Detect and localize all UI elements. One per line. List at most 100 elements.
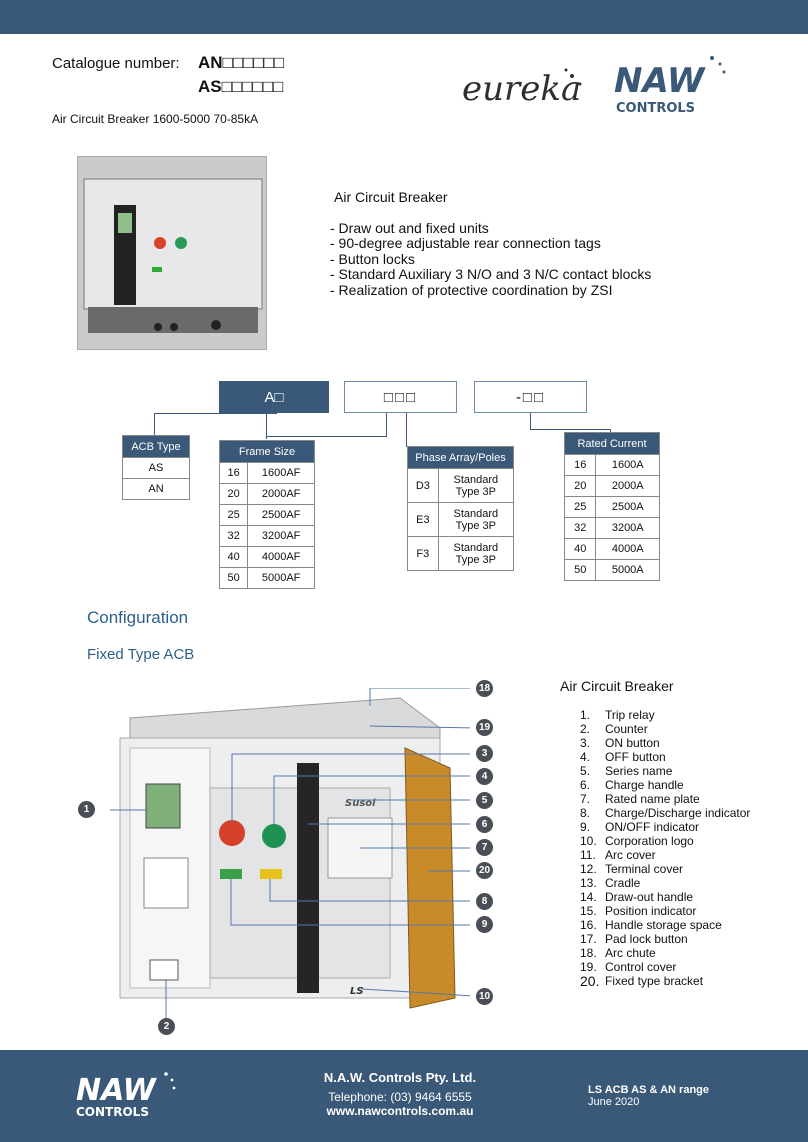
feature-item: - Realization of protective coordination… (330, 281, 613, 298)
callout-1: 1 (78, 801, 95, 818)
acb-type-header: ACB Type (122, 435, 190, 458)
list-item: 14.Draw-out handle (580, 890, 694, 904)
current-value: 2000A (595, 475, 660, 497)
list-item: 10.Corporation logo (580, 834, 694, 848)
intro-title: Air Circuit Breaker (334, 189, 448, 205)
connector-line (154, 413, 277, 414)
feature-item: - Draw out and fixed units (330, 219, 489, 236)
website-link[interactable]: www.nawcontrols.com.au (326, 1104, 474, 1118)
list-item: 16.Handle storage space (580, 918, 722, 932)
current-value: 5000A (595, 559, 660, 581)
list-item: 20.Fixed type bracket (580, 973, 704, 989)
current-value: 3200A (595, 517, 660, 539)
catalogue-label: Catalogue number: (52, 55, 180, 72)
callout-19: 19 (476, 719, 493, 736)
list-item: 5.Series name (580, 764, 673, 778)
eureka-logo-text: eureka (462, 69, 581, 109)
connector-line (266, 436, 386, 437)
feature-item: - 90-degree adjustable rear connection t… (330, 235, 601, 251)
telephone: Telephone: (03) 9464 6555 (328, 1090, 472, 1104)
company-name: N.A.W. Controls Pty. Ltd. (323, 1070, 477, 1085)
acb-drawout-photo (77, 156, 267, 350)
feature-item: - Button locks (330, 250, 415, 267)
naw-logo-text: NAW (614, 61, 706, 101)
frame-value: 2500AF (247, 504, 315, 526)
current-value: 1600A (595, 454, 660, 476)
code-box-current: -□□ (474, 381, 587, 413)
frame-code: 20 (218, 483, 249, 505)
current-code: 50 (563, 559, 597, 581)
phase-header: Phase Array/Poles (407, 446, 514, 469)
frame-value: 1600AF (247, 462, 315, 484)
list-item: 6.Charge handle (580, 778, 684, 792)
list-item: 4.OFF button (580, 750, 666, 764)
list-item: 19.Control cover (580, 960, 677, 974)
list-item: 9.ON/OFF indicator (580, 820, 700, 834)
connector-line (530, 413, 531, 429)
connector-line (530, 429, 610, 430)
rated-current-header: Rated Current (564, 432, 660, 455)
frame-value: 3200AF (247, 525, 315, 547)
list-item: 1.Trip relay (580, 708, 655, 722)
callout-2: 2 (158, 1018, 175, 1035)
current-code: 20 (563, 475, 597, 497)
callout-3: 3 (476, 745, 493, 762)
callout-18: 18 (476, 680, 493, 697)
frame-size-header: Frame Size (219, 440, 315, 463)
footer-naw-text: NAW (76, 1073, 158, 1108)
parts-list-title: Air Circuit Breaker (560, 678, 674, 694)
callout-8: 8 (476, 893, 493, 910)
series-name-text: Susol (345, 798, 376, 809)
configuration-heading: Configuration (87, 608, 189, 627)
naw-controls-logo: NAW CONTROLS (614, 56, 726, 116)
parts-list: 1.Trip relay 2.Counter 3.ON button 4.OFF… (580, 708, 750, 988)
footer-contact: N.A.W. Controls Pty. Ltd. Telephone: (03… (310, 1070, 490, 1118)
list-item: 8.Charge/Discharge indicator (580, 806, 751, 820)
list-item: 18.Arc chute (580, 946, 656, 960)
frame-value: 5000AF (247, 567, 315, 589)
frame-value: 4000AF (247, 546, 315, 568)
product-subtitle: Air Circuit Breaker 1600-5000 70-85kA (52, 112, 259, 126)
footer-range: LS ACB AS & AN range June 2020 (588, 1084, 709, 1108)
callout-5: 5 (476, 792, 493, 809)
list-item: 11.Arc cover (580, 848, 656, 862)
fixed-type-heading: Fixed Type ACB (87, 646, 195, 663)
controls-logo-text: CONTROLS (616, 101, 695, 116)
code-box-type: A□ (219, 381, 329, 413)
ls-logo-text: LS (350, 986, 364, 997)
top-banner (0, 0, 808, 34)
frame-code: 40 (218, 546, 249, 568)
acb-type-cell: AS (122, 457, 190, 479)
footer: NAW CONTROLS N.A.W. Controls Pty. Ltd. T… (0, 1050, 808, 1142)
eureka-logo: eureka (462, 68, 582, 109)
callout-4: 4 (476, 768, 493, 785)
frame-code: 50 (218, 567, 249, 589)
fixed-acb-diagram: Susol LS (110, 688, 470, 1023)
connector-line (154, 413, 155, 435)
current-value: 2500A (595, 496, 660, 518)
callout-20: 20 (476, 862, 493, 879)
phase-code: E3 (407, 502, 439, 537)
connector-line (386, 413, 387, 437)
intro-description: Air Circuit Breaker - Draw out and fixed… (330, 189, 652, 298)
connector-line (406, 413, 407, 447)
list-item: 3.ON button (580, 736, 660, 750)
phase-code: F3 (407, 536, 439, 571)
frame-code: 32 (218, 525, 249, 547)
list-item: 17.Pad lock button (580, 932, 688, 946)
list-item: 7.Rated name plate (580, 792, 700, 806)
callout-9: 9 (476, 916, 493, 933)
connector-line (610, 429, 611, 433)
current-code: 25 (563, 496, 597, 518)
frame-code: 25 (218, 504, 249, 526)
feature-item: - Standard Auxiliary 3 N/O and 3 N/C con… (330, 266, 652, 282)
footer-controls-text: CONTROLS (76, 1105, 149, 1119)
callout-10: 10 (476, 988, 493, 1005)
connector-line (266, 413, 267, 439)
code-an: AN□□□□□□ (198, 53, 285, 72)
